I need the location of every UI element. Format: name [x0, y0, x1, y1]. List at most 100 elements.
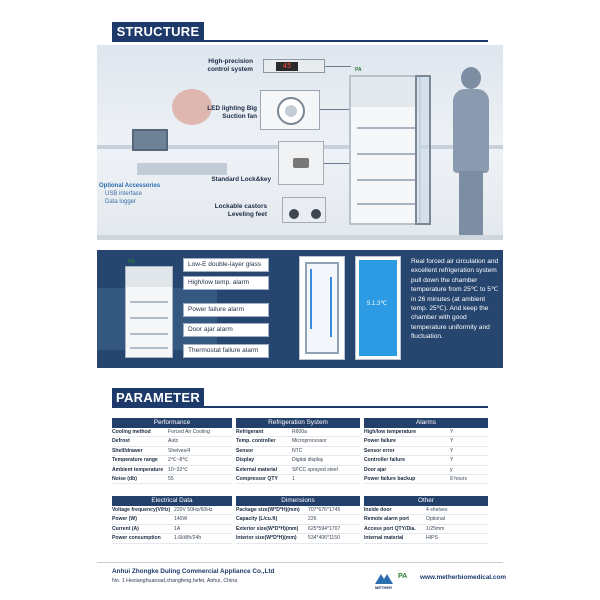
param-label: Sensor error: [364, 447, 395, 454]
control-panel-closeup: 45: [263, 59, 325, 73]
param-row: Noise (db)55: [112, 475, 232, 485]
footer-divider: [97, 562, 503, 563]
param-value: Auto: [168, 438, 179, 445]
param-value: 2℃~8℃: [168, 457, 189, 464]
callout-lock-key: Standard Lock&key: [211, 176, 271, 183]
param-group-title: Electrical Data: [112, 496, 232, 506]
structure-heading: STRUCTURE: [112, 22, 204, 42]
param-value: Microprocessor: [292, 438, 327, 445]
medical-monitor-illustration: [132, 129, 168, 151]
param-row: Exterior size(W*D*H)(mm)625*594*1707: [236, 525, 360, 535]
param-label: Power (W): [112, 516, 137, 523]
parameter-heading: PARAMETER: [112, 388, 204, 408]
fridge-shelf: [357, 153, 415, 155]
param-group-title: Other: [364, 496, 488, 506]
feature-label: High/low temp. alarm: [183, 276, 269, 290]
param-value: R600a: [292, 429, 308, 435]
param-group-dimensions: Dimensions Package size(W*D*H)(mm) 707*67…: [236, 496, 360, 544]
key-icon: [293, 158, 309, 168]
param-row: Refrigerant R600a: [236, 428, 360, 438]
callout-leader: [324, 163, 352, 164]
airflow-diagram: [299, 256, 345, 360]
param-value: HIPS: [426, 535, 438, 542]
param-row: Capacity (L/cu.ft) 226: [236, 515, 360, 525]
param-label: Refrigerant: [236, 429, 264, 435]
param-value: 707*676*1745: [308, 507, 341, 513]
param-value: Optional: [426, 516, 445, 523]
airflow-arrow-icon: [330, 277, 332, 337]
callout-castors: Lockable castors Leveling feet: [214, 203, 267, 218]
param-row: Internal material HIPS: [364, 534, 488, 544]
parameter-heading-rule: [204, 406, 488, 408]
param-row: Package size(W*D*H)(mm) 707*676*1745: [236, 506, 360, 516]
param-label: Compressor QTY: [236, 475, 278, 482]
param-row: Current (A) 1A: [112, 525, 232, 535]
brand-logo-secondary: PA: [398, 573, 408, 580]
fan-icon: [277, 97, 305, 125]
param-value: 220V 50Hz/60Hz: [174, 507, 213, 513]
param-value: SPCC sprayed steel: [292, 466, 338, 473]
company-address: No. 1 Hexianghuaroad,changfeng,hefei, An…: [112, 578, 238, 584]
castor-wheel-icon: [311, 209, 321, 219]
param-label: Current (A): [112, 525, 139, 532]
doctor-silhouette: [449, 67, 493, 235]
airflow-arrow-icon: [310, 269, 312, 329]
param-label: Internal material: [364, 535, 404, 542]
param-value: Y: [450, 447, 454, 454]
param-label: Noise (db): [112, 475, 137, 482]
diagram-temperature: 5.1.3℃: [367, 301, 388, 307]
param-value: Y: [450, 457, 454, 464]
param-group-title: Dimensions: [236, 496, 360, 506]
param-label: Shelf/drawer: [112, 447, 143, 454]
param-row: Voltage frequency(V/Hz)220V 50Hz/60Hz: [112, 506, 232, 516]
param-label: Exterior size(W*D*H)(mm): [236, 525, 299, 532]
fridge-shelf: [357, 179, 415, 181]
param-label: Capacity (L/cu.ft): [236, 516, 278, 523]
feature-label: Low-E double-layer glass: [183, 258, 269, 272]
mether-logo-text: METHER: [375, 585, 392, 590]
param-label: Package size(W*D*H)(mm): [236, 507, 300, 513]
param-value: 226: [308, 516, 317, 523]
param-row: Power (W)140W: [112, 515, 232, 525]
param-label: Ambient temperature: [112, 466, 164, 473]
website-link[interactable]: www.metherbiomedical.com: [420, 574, 507, 581]
temperature-uniformity-diagram: 5.1.3℃: [355, 256, 401, 360]
hospital-bed-illustration: [137, 163, 227, 175]
temperature-display: 45: [276, 62, 298, 71]
param-value: 8 hours: [450, 475, 467, 482]
feature-band: PA Low-E double-layer glass High/low tem…: [97, 250, 503, 368]
brand-logo: PA: [355, 67, 362, 73]
param-group-title: Alarms: [364, 418, 488, 428]
callout-control-system: High-precision control system: [207, 58, 253, 73]
param-label: Remote alarm port: [364, 516, 410, 523]
fridge-top-panel: [351, 77, 419, 107]
param-value: 10~32℃: [168, 466, 189, 473]
param-value: 1: [292, 475, 295, 482]
param-value: y: [450, 466, 453, 473]
param-label: Access port QTY/Dia.: [364, 525, 416, 532]
fridge-shelf: [357, 127, 415, 129]
structure-illustration: Optional Accessories USB interface Data …: [97, 45, 503, 240]
param-value: 1A: [174, 525, 181, 532]
castor-closeup: [282, 197, 326, 223]
floor: [97, 235, 503, 240]
param-label: Interior size(W*D*H)(mm): [236, 535, 297, 542]
param-label: Inside door: [364, 507, 392, 513]
param-row: Sensor error Y: [364, 447, 488, 457]
param-group-electrical: Electrical Data Voltage frequency(V/Hz)2…: [112, 496, 232, 544]
feature-label: Power failure alarm: [183, 303, 269, 317]
feature-description: Real forced air circulation and excellen…: [411, 258, 499, 341]
param-value: 1.6kWh/24h: [174, 535, 202, 542]
accessories-title: Optional Accessories: [99, 183, 161, 189]
